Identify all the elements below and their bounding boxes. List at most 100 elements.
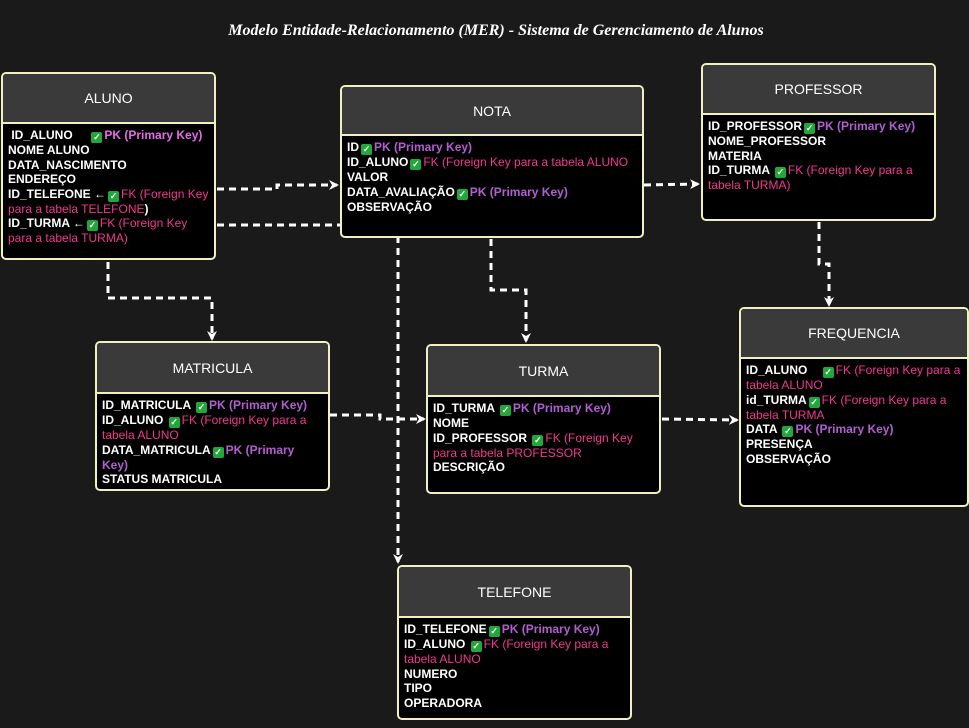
entity-professor-fields: ID_PROFESSOR ✓ PK (Primary Key)NOME_PROFES… [703, 115, 934, 197]
entity-telefone-fields: ID_TELEFONE✓PK (Primary Key)ID_ALUNO ✓FK… [399, 618, 630, 714]
foreign-key-note: FK (Foreign Key para a tabela TURMA) [8, 216, 188, 245]
entity-aluno[interactable]: ALUNO ID_ALUNO ✓PK (Primary Key)NOME ALU… [1, 72, 216, 260]
primary-key-note: PK (Primary Key) [817, 119, 916, 133]
field-row: ID_ALUNO ✓FK (Foreign Key para a tabela … [404, 637, 625, 667]
field-name: OPERADORA [404, 695, 483, 710]
field-row: TIPO [404, 681, 625, 696]
primary-key-note: PK (Primary Key) [102, 442, 295, 472]
field-name: STATUS MATRICULA [102, 472, 222, 486]
primary-key-note: PK (Primary Key) [469, 184, 568, 199]
foreign-key-note: FK (Foreign Key para a tabela TURMA) [708, 163, 913, 192]
primary-key-note: PK (Primary Key) [501, 622, 600, 636]
foreign-key-note: FK (Foreign Key para a tabela ALUNO [404, 637, 609, 666]
entity-telefone-header: TELEFONE [399, 567, 630, 618]
field-row: DESCRIÇÃO [433, 460, 654, 475]
field-name: ID_PROFESSOR [708, 119, 803, 133]
primary-key-note: PK (Primary Key) [104, 128, 203, 142]
field-row: ENDEREÇO [8, 172, 209, 187]
diagram-title: Modelo Entidade-Relacionamento (MER) - S… [228, 22, 764, 39]
field-row: PRESENÇA [746, 437, 962, 452]
field-row: NOME_PROFESSOR [708, 134, 929, 149]
entity-professor[interactable]: PROFESSOR ID_PROFESSOR ✓ PK (Primary Key)N… [701, 63, 936, 221]
primary-key-note: PK (Primary Key) [209, 398, 308, 412]
field-name: ID_TURMA ← [8, 216, 85, 230]
field-name: OBSERVAÇÃO [746, 451, 831, 466]
field-name: DATA_MATRICULA [102, 442, 211, 457]
field-name: TIPO [404, 681, 433, 695]
field-row: ID_ALUNO ✓FK (Foreign Key para a tabela … [746, 363, 962, 393]
field-name: NUMERO [404, 666, 458, 681]
entity-nota-header: NOTA [342, 87, 642, 136]
foreign-key-note: FK (Foreign Key para a tabela TELEFONE [8, 186, 209, 216]
field-name: ID_TELEFONE [404, 622, 487, 636]
field-name: ID_PROFESSOR [433, 430, 531, 445]
field-row: ID_ALUNO ✓PK (Primary Key) [8, 128, 209, 143]
field-name: VALOR [347, 170, 389, 184]
field-name: ID_TELEFONE ← [8, 186, 107, 201]
field-row: ID_TELEFONE✓PK (Primary Key) [404, 622, 625, 637]
entity-aluno-header: ALUNO [3, 74, 214, 124]
check-icon: ✓ [808, 396, 820, 408]
check-icon: ✓ [774, 167, 786, 178]
edge-nota-turma [489, 239, 531, 343]
field-name: ID_ALUNO [102, 413, 167, 427]
field-row: DATA_MATRICULA✓PK (Primary Key) [102, 443, 323, 473]
entity-frequencia[interactable]: FREQUENCIA ID_ALUNO ✓FK (Foreign Key par… [739, 307, 969, 507]
field-row: OBSERVAÇÃO [746, 452, 962, 467]
edge-turma-frequencia [661, 414, 739, 425]
field-row: ID_TURMA ✓PK (Primary Key) [433, 401, 654, 416]
field-name: NOME [433, 416, 469, 430]
field-row: DATA ✓PK (Primary Key) [746, 422, 962, 437]
check-icon: ✓ [86, 220, 98, 231]
field-name: NOME ALUNO [8, 143, 90, 157]
entity-telefone[interactable]: TELEFONE ID_TELEFONE✓PK (Primary Key)ID_… [397, 565, 632, 720]
field-name: ID_ALUNO [746, 363, 821, 377]
entity-matricula[interactable]: MATRICULA ID_MATRICULA ✓PK (Primary Key)… [95, 341, 330, 491]
field-name: ID_ALUNO [8, 128, 90, 142]
entity-nota-fields: ID✓PK (Primary Key)ID_ALUNO✓FK (Foreign … [342, 136, 642, 218]
field-name: ID_MATRICULA [102, 398, 194, 412]
entity-nota[interactable]: NOTA ID✓PK (Primary Key)ID_ALUNO✓FK (For… [340, 85, 644, 238]
field-row: ID_PROFESSOR ✓FK (Foreign Key para a tab… [433, 431, 654, 461]
entity-frequencia-fields: ID_ALUNO ✓FK (Foreign Key para a tabela … [741, 359, 967, 470]
entity-professor-header: PROFESSOR [703, 65, 934, 115]
check-icon: ✓ [456, 188, 468, 200]
foreign-key-note: FK (Foreign Key para a tabela PROFESSOR [433, 430, 633, 460]
check-icon: ✓ [168, 417, 180, 428]
check-icon: ✓ [499, 405, 511, 416]
check-icon: ✓ [108, 190, 120, 202]
check-icon: ✓ [782, 426, 794, 437]
check-icon: ✓ [196, 402, 207, 413]
entity-matricula-fields: ID_MATRICULA ✓PK (Primary Key)ID_ALUNO ✓… [97, 394, 328, 489]
foreign-key-note: FK (Foreign Key para a tabela ALUNO [423, 155, 629, 169]
field-row: NOME ALUNO [8, 143, 209, 158]
check-icon: ✓ [532, 434, 544, 446]
field-row: DATA_AVALIAÇÃO✓PK (Primary Key) [347, 185, 637, 200]
check-icon: ✓ [212, 446, 224, 458]
check-icon: ✓ [410, 159, 422, 170]
field-name: id_TURMA [746, 392, 807, 407]
field-row: ID✓PK (Primary Key) [347, 140, 637, 155]
field-row: ID_TELEFONE ←✓FK (Foreign Key para a tab… [8, 187, 209, 217]
entity-matricula-header: MATRICULA [97, 343, 328, 394]
edge-aluno-nota [217, 180, 339, 191]
field-name: DESCRIÇÃO [433, 460, 506, 474]
field-name: ID_TURMA [708, 163, 773, 177]
field-name: ID [347, 140, 359, 154]
field-row: VALOR [347, 170, 637, 185]
field-row: NUMERO [404, 667, 625, 682]
field-row: DATA_NASCIMENTO [8, 158, 209, 173]
entity-turma-header: TURMA [428, 346, 659, 397]
field-name: OBSERVAÇÃO [347, 199, 432, 214]
field-row: STATUS MATRICULA [102, 472, 323, 487]
field-name: MATERIA [708, 148, 762, 163]
field-name: ID_ALUNO [347, 155, 409, 169]
check-icon: ✓ [470, 641, 482, 652]
field-row: id_TURMA✓FK (Foreign Key para a tabela T… [746, 393, 962, 423]
field-row: ID_TURMA ✓FK (Foreign Key para a tabela … [708, 163, 929, 193]
field-suffix: ) [144, 201, 149, 216]
